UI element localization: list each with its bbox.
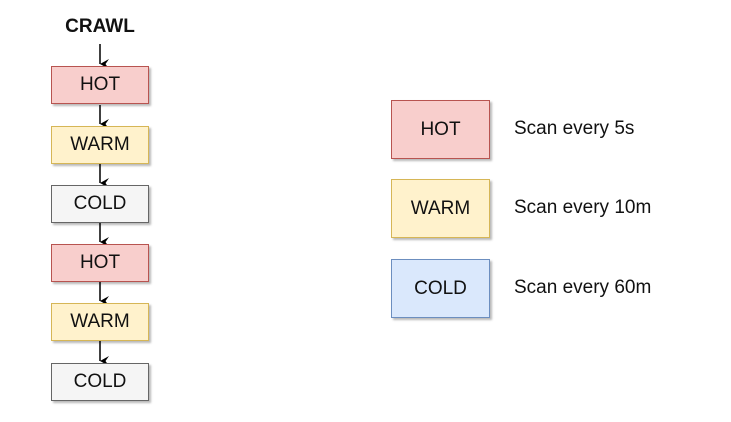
- legend-text-warm: Scan every 10m: [514, 197, 652, 218]
- flow-step-hot: HOT: [51, 244, 149, 282]
- flow-step-warm: WARM: [51, 303, 149, 341]
- legend-text-hot: Scan every 5s: [514, 118, 635, 139]
- legend-swatch-cold: COLD: [391, 259, 490, 318]
- flow-step-warm: WARM: [51, 126, 149, 164]
- flow-step-hot: HOT: [51, 66, 149, 104]
- flow-step-cold: COLD: [51, 363, 149, 401]
- crawl-title: CRAWL: [65, 16, 135, 37]
- legend-swatch-warm: WARM: [391, 179, 490, 238]
- flow-step-cold: COLD: [51, 185, 149, 223]
- legend-swatch-hot: HOT: [391, 100, 490, 159]
- legend-text-cold: Scan every 60m: [514, 277, 652, 298]
